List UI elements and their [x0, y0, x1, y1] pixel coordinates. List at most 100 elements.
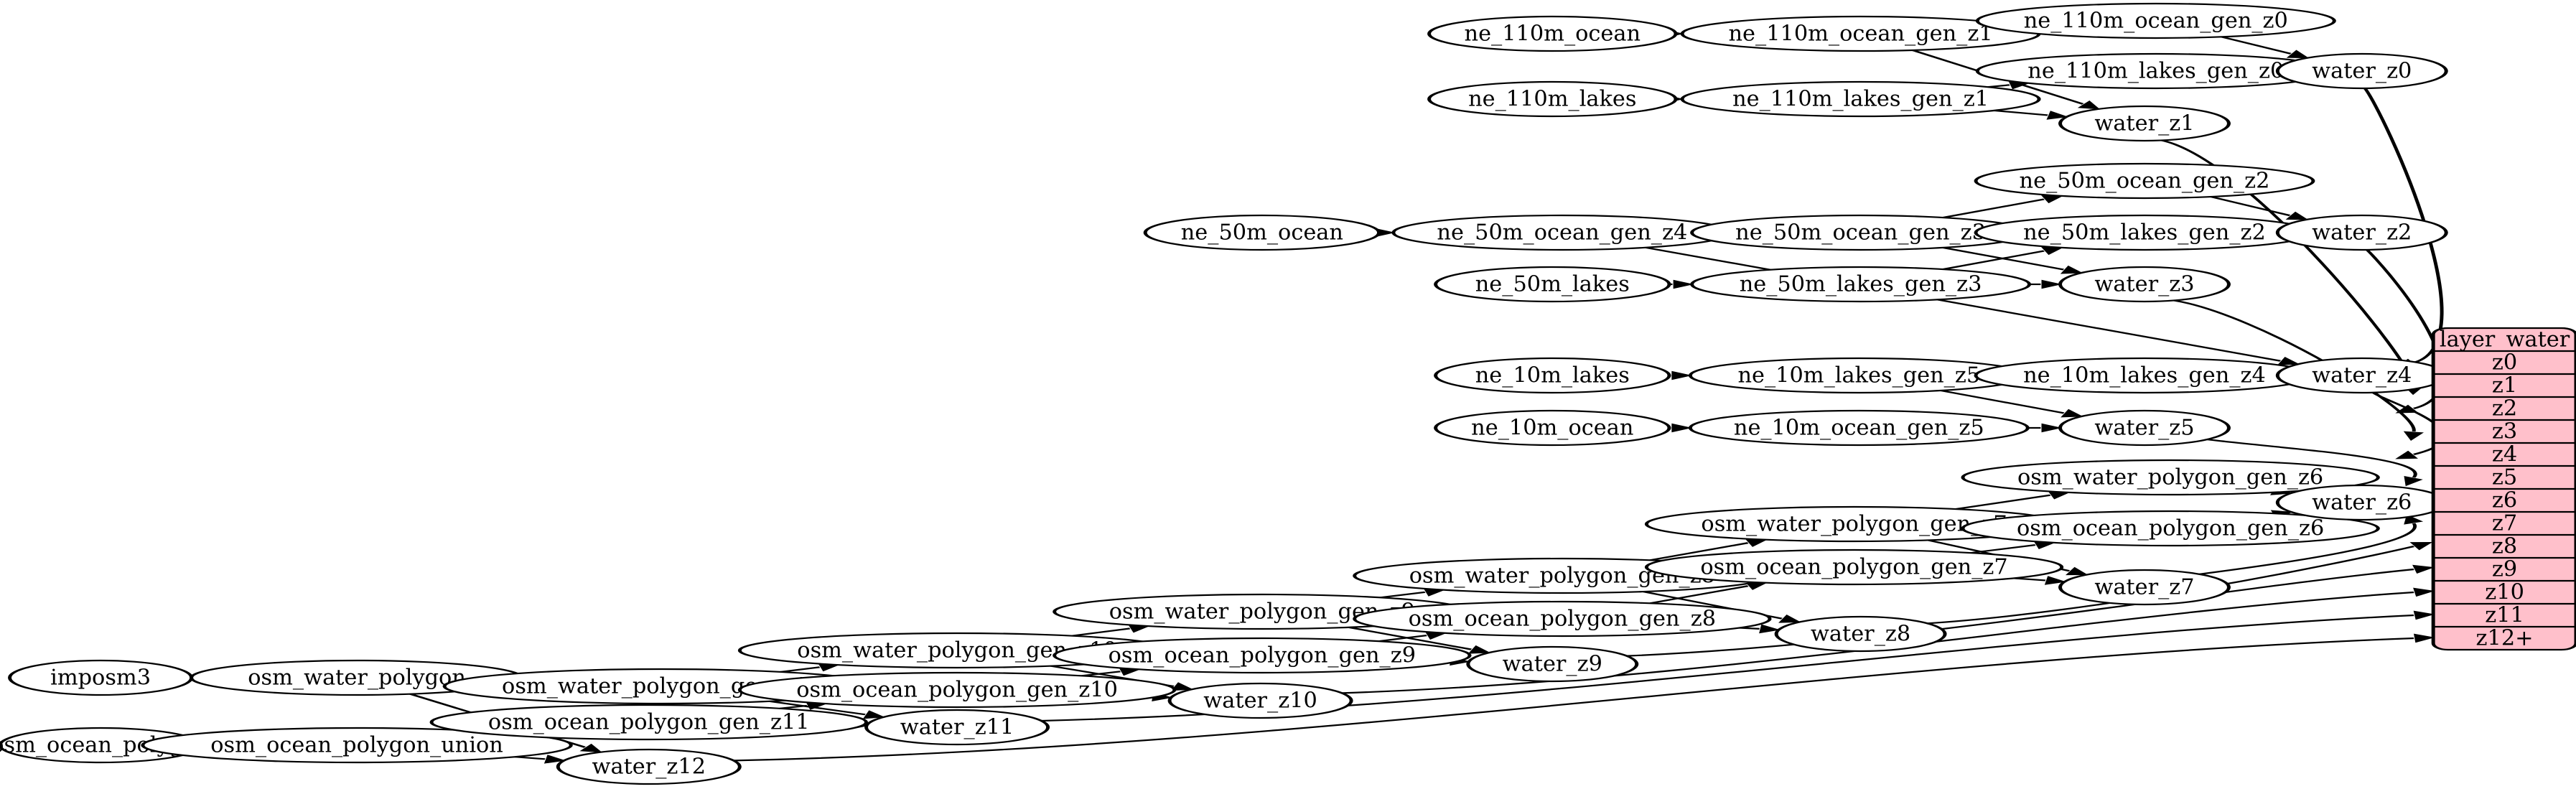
edge-arrowhead	[543, 755, 566, 764]
node-shape[interactable]	[1975, 2, 2336, 39]
node-ne_110m_ocean_gen_z0[interactable]: ne_110m_ocean_gen_z0	[1975, 2, 2336, 39]
node-ne_50m_lakes_gen_z2[interactable]: ne_50m_lakes_gen_z2	[1974, 214, 2315, 251]
edge-arrowhead	[2413, 587, 2435, 597]
node-ne_110m_lakes[interactable]: ne_110m_lakes	[1427, 80, 1678, 118]
node-osm_ocean_polygon_gen_z6[interactable]: osm_ocean_polygon_gen_z6	[1961, 510, 2380, 547]
node-ne_10m_lakes_gen_z5[interactable]: ne_10m_lakes_gen_z5	[1688, 357, 2030, 394]
node-water_z0[interactable]: water_z0	[2275, 52, 2448, 90]
edge-arrowhead	[1759, 624, 1781, 634]
node-shape[interactable]	[1961, 510, 2380, 547]
node-label: ne_50m_lakes_gen_z2	[2023, 220, 2266, 246]
node-label: water_z11	[900, 715, 1014, 740]
node-water_z6[interactable]: water_z6	[2275, 484, 2448, 521]
node-water_z11[interactable]: water_z11	[864, 709, 1050, 746]
edge-arrowhead	[2277, 357, 2300, 365]
node-shape[interactable]	[1434, 266, 1671, 303]
node-ne_10m_lakes[interactable]: ne_10m_lakes	[1434, 357, 1671, 394]
node-ne_50m_ocean[interactable]: ne_50m_ocean	[1143, 214, 1381, 251]
node-osm_ocean_polygon_gen_z9[interactable]: osm_ocean_polygon_gen_z9	[1053, 637, 1472, 674]
node-osm_ocean_polygon_gen_z7[interactable]: osm_ocean_polygon_gen_z7	[1644, 548, 2064, 586]
node-ne_50m_ocean_gen_z3[interactable]: ne_50m_ocean_gen_z3	[1690, 214, 2032, 251]
node-shape[interactable]	[556, 748, 742, 785]
edge-arrowhead	[2044, 576, 2067, 585]
node-imposm3[interactable]: imposm3	[8, 659, 194, 696]
node-shape[interactable]	[1680, 80, 2041, 118]
node-label: osm_ocean_polygon_gen_z11	[488, 710, 810, 735]
node-shape[interactable]	[2058, 105, 2231, 142]
node-ne_50m_lakes[interactable]: ne_50m_lakes	[1434, 266, 1671, 303]
node-shape[interactable]	[141, 727, 573, 764]
node-label: ne_110m_ocean_gen_z0	[2024, 9, 2288, 34]
node-shape[interactable]	[1143, 214, 1381, 251]
edge-osm_ocean_polygon_gen_z10-to-osm_ocean_polygon_gen_z9	[1081, 671, 1121, 677]
node-label: water_z1	[2094, 111, 2194, 136]
node-shape[interactable]	[1053, 637, 1472, 674]
node-label: water_z8	[1811, 622, 1910, 647]
node-shape[interactable]	[1466, 645, 1639, 683]
node-label: osm_ocean_polygon_gen_z8	[1409, 607, 1716, 632]
node-shape[interactable]	[2058, 569, 2231, 606]
node-label: imposm3	[50, 666, 151, 691]
node-water_z9[interactable]: water_z9	[1466, 645, 1639, 683]
node-label: ne_50m_ocean_gen_z3	[1735, 220, 1986, 246]
node-ne_110m_lakes_gen_z0[interactable]: ne_110m_lakes_gen_z0	[1975, 52, 2336, 90]
edge-arrowhead	[862, 710, 886, 719]
node-shape[interactable]	[1974, 162, 2315, 200]
edge-arrowhead	[2409, 541, 2433, 551]
node-ne_110m_ocean[interactable]: ne_110m_ocean	[1427, 15, 1678, 52]
node-shape[interactable]	[1434, 409, 1671, 447]
node-shape[interactable]	[737, 671, 1177, 709]
node-ne_110m_lakes_gen_z1[interactable]: ne_110m_lakes_gen_z1	[1680, 80, 2041, 118]
node-shape[interactable]	[1427, 80, 1678, 118]
node-ne_10m_ocean_gen_z5[interactable]: ne_10m_ocean_gen_z5	[1688, 409, 2030, 447]
node-water_z3[interactable]: water_z3	[2058, 266, 2231, 303]
record-row-z0: z0	[2492, 350, 2517, 375]
node-water_z10[interactable]: water_z10	[1167, 682, 1353, 719]
node-ne_50m_ocean_gen_z4[interactable]: ne_50m_ocean_gen_z4	[1391, 214, 1733, 251]
node-ne_10m_ocean[interactable]: ne_10m_ocean	[1434, 409, 1671, 447]
edge-osm_ocean_polygon_gen_z7-to-osm_ocean_polygon_gen_z6	[1970, 544, 2036, 554]
node-label: ne_110m_lakes	[1468, 87, 1636, 112]
node-osm_ocean_polygon_union[interactable]: osm_ocean_polygon_union	[141, 727, 573, 764]
node-ne_110m_ocean_gen_z1[interactable]: ne_110m_ocean_gen_z1	[1680, 15, 2041, 52]
node-osm_water_polygon[interactable]: osm_water_polygon	[190, 659, 525, 696]
node-shape[interactable]	[864, 709, 1050, 746]
node-shape[interactable]	[1688, 409, 2030, 447]
node-osm_ocean_polygon_gen_z11[interactable]: osm_ocean_polygon_gen_z11	[429, 704, 869, 741]
node-label: ne_110m_lakes_gen_z1	[1732, 87, 1989, 112]
record-row-z10: z10	[2485, 580, 2524, 605]
node-shape[interactable]	[429, 704, 869, 741]
edge-arrowhead	[2041, 279, 2063, 289]
node-water_z1[interactable]: water_z1	[2058, 105, 2231, 142]
node-water_z7[interactable]: water_z7	[2058, 569, 2231, 606]
node-shape[interactable]	[1353, 600, 1772, 638]
node-shape[interactable]	[1690, 266, 2032, 303]
node-osm_ocean_polygon_gen_z10[interactable]: osm_ocean_polygon_gen_z10	[737, 671, 1177, 709]
edge-arrowhead	[2065, 566, 2089, 576]
node-shape[interactable]	[2275, 52, 2448, 90]
node-shape[interactable]	[2058, 266, 2231, 303]
node-water_z2[interactable]: water_z2	[2275, 214, 2448, 251]
node-ne_50m_ocean_gen_z2[interactable]: ne_50m_ocean_gen_z2	[1974, 162, 2315, 200]
node-shape[interactable]	[2275, 214, 2448, 251]
node-shape[interactable]	[1427, 15, 1678, 52]
node-water_z4[interactable]: water_z4	[2275, 357, 2448, 394]
node-water_z8[interactable]: water_z8	[1774, 615, 1947, 653]
node-ne_50m_lakes_gen_z3[interactable]: ne_50m_lakes_gen_z3	[1690, 266, 2032, 303]
node-osm_water_polygon_gen_z6[interactable]: osm_water_polygon_gen_z6	[1961, 459, 2380, 496]
node-shape[interactable]	[1434, 357, 1671, 394]
node-shape[interactable]	[1167, 682, 1353, 719]
edge-arrowhead	[1673, 279, 1694, 289]
node-shape[interactable]	[1774, 615, 1947, 653]
edge-arrowhead	[2404, 476, 2423, 487]
node-ne_10m_lakes_gen_z4[interactable]: ne_10m_lakes_gen_z4	[1974, 357, 2315, 394]
node-osm_water_polygon_gen_z7[interactable]: osm_water_polygon_gen_z7	[1644, 505, 2064, 543]
edge-osm_water_polygon_gen_z8-to-osm_water_polygon_gen_z7	[1649, 542, 1749, 561]
node-water_z5[interactable]: water_z5	[2058, 409, 2231, 447]
node-shape[interactable]	[1961, 459, 2380, 496]
node-shape[interactable]	[2058, 409, 2231, 447]
node-label: water_z2	[2312, 220, 2412, 246]
node-water_z12[interactable]: water_z12	[556, 748, 742, 785]
node-osm_ocean_polygon_gen_z8[interactable]: osm_ocean_polygon_gen_z8	[1353, 600, 1772, 638]
node-shape[interactable]	[1644, 548, 2064, 586]
